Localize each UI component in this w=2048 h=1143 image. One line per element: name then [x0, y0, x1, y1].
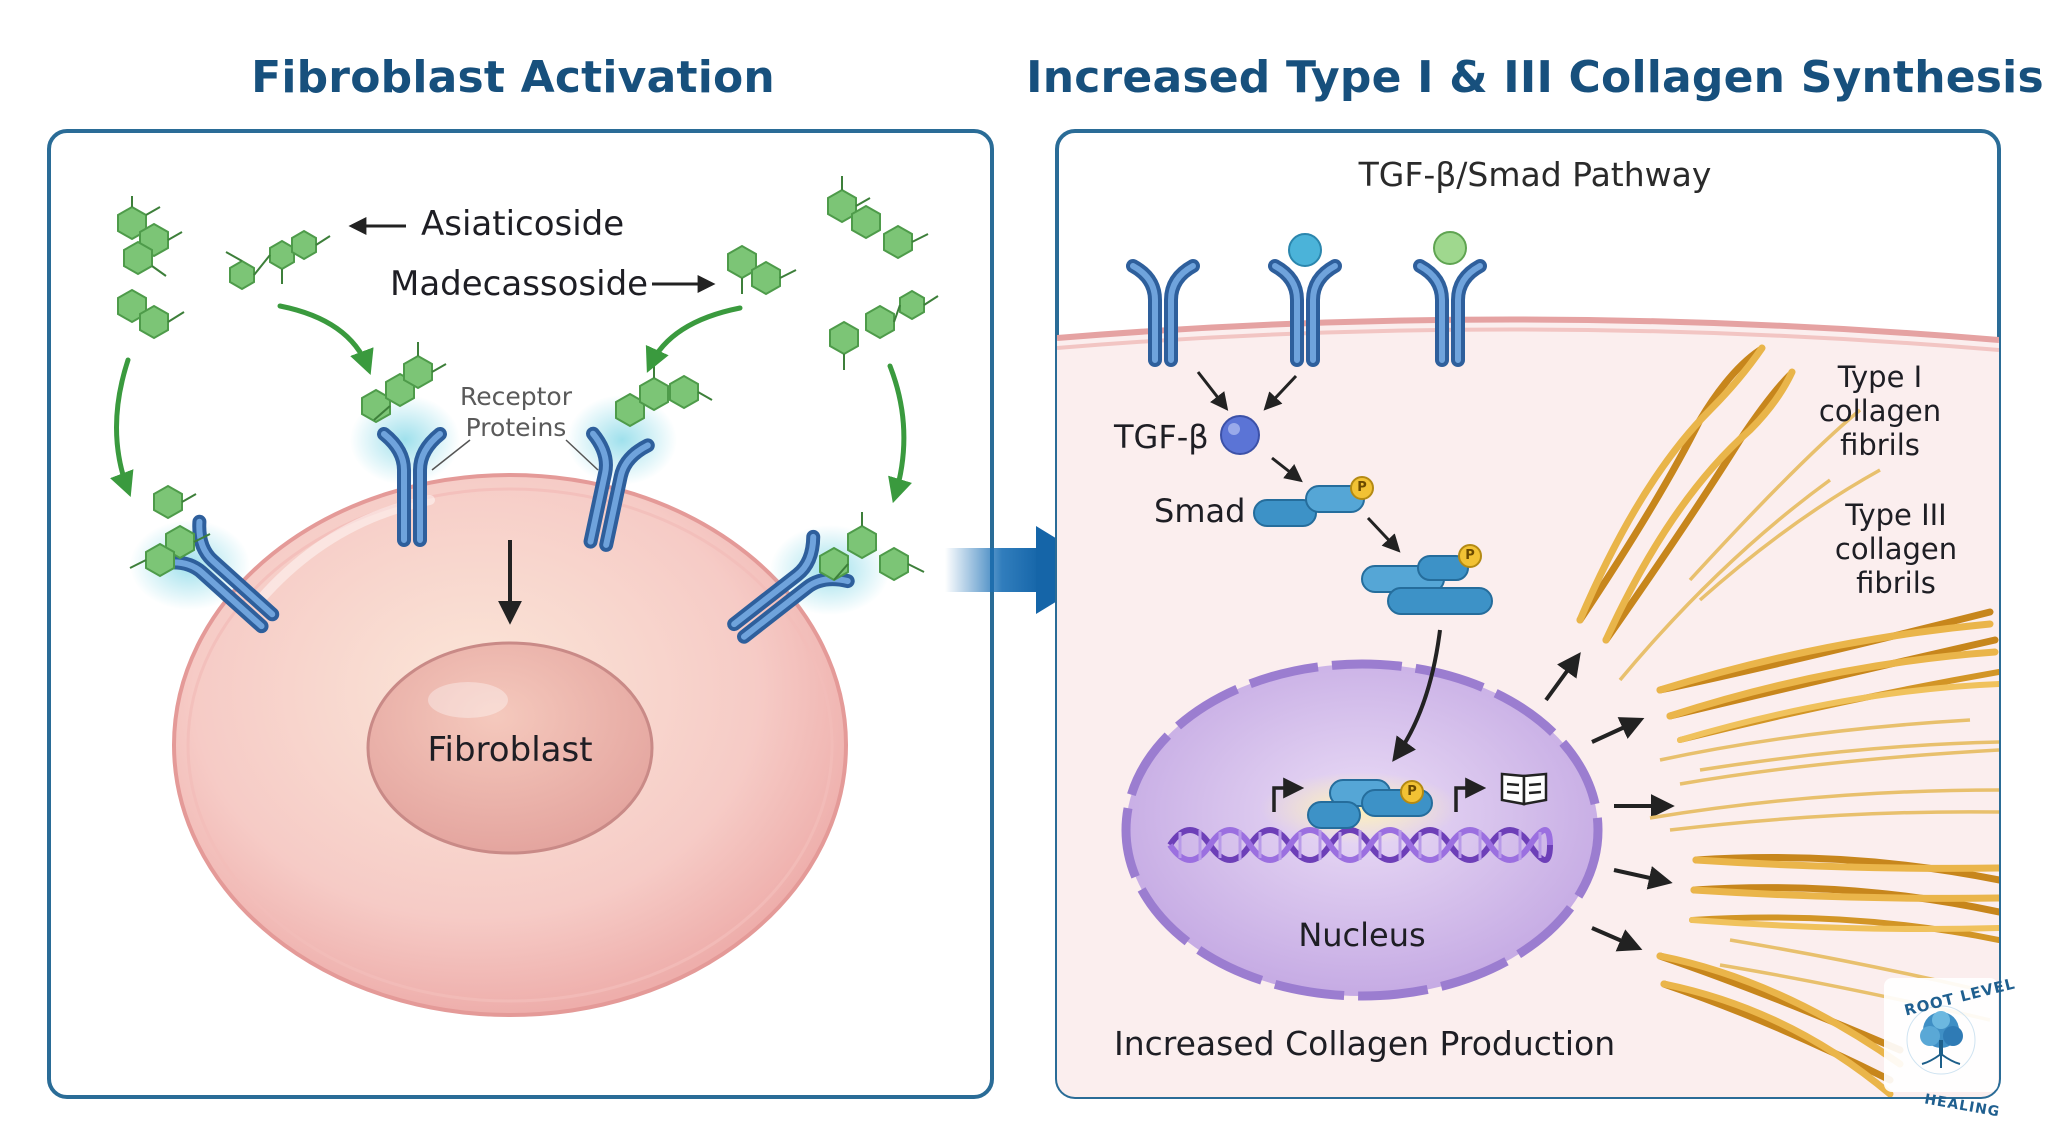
- type-i-collagen-label: Type I collagen fibrils: [1818, 360, 1942, 462]
- molecule-bonds: [129, 176, 939, 581]
- tgf-receptor-2: [1268, 233, 1342, 367]
- green-binding-arrows: [110, 303, 913, 504]
- smad-label: Smad: [1154, 492, 1246, 530]
- transcription-start-arrow: [1454, 777, 1487, 812]
- phospho-label: P: [1407, 784, 1417, 799]
- tgf-receptor-1: [1126, 259, 1200, 367]
- molecule-cluster: [117, 188, 925, 582]
- receptor-leader-left: [431, 439, 471, 471]
- tgf-beta-label: TGF-β: [1114, 418, 1209, 456]
- type-iii-collagen-label: Type III collagen fibrils: [1834, 498, 1958, 600]
- pathway-arrow: [1271, 456, 1303, 483]
- pathway-arrow: [1366, 516, 1401, 553]
- root-level-healing-logo: [1884, 978, 1998, 1092]
- receptor-right-inner: [567, 395, 677, 552]
- book-icon: [1500, 772, 1548, 806]
- left-panel-title: Fibroblast Activation: [251, 52, 775, 103]
- nuclear-import-arrow: [1392, 629, 1442, 762]
- pathway-arrow: [1263, 374, 1298, 411]
- dna-helix: [1167, 827, 1553, 863]
- tree-icon: [1920, 1011, 1963, 1068]
- pathway-label: TGF-β/Smad Pathway: [1358, 155, 1712, 194]
- phospho-label: P: [1357, 480, 1367, 495]
- tgf-beta-ligand: [1220, 415, 1260, 455]
- smad-complex-activated: [1361, 544, 1493, 615]
- nucleus-label: Nucleus: [1298, 916, 1426, 954]
- pathway-arrow: [1196, 371, 1229, 411]
- phospho-label: P: [1465, 548, 1475, 563]
- smad-dna-bound: [1307, 779, 1433, 829]
- fibroblast-label: Fibroblast: [427, 730, 593, 770]
- collagen-output-arrows: [1544, 652, 1675, 952]
- receptor-proteins-label-line2: Proteins: [465, 413, 567, 442]
- receptor-proteins-label-line1: Receptor: [460, 382, 572, 411]
- collagen-fibrils: [1576, 344, 1999, 1097]
- fibroblast-nucleus: [366, 641, 654, 855]
- madecassoside-label: Madecassoside: [390, 264, 649, 304]
- cell-membrane: [1057, 316, 1999, 343]
- receptor-leader-right: [565, 439, 599, 471]
- collagen-production-label: Increased Collagen Production: [1114, 1024, 1616, 1063]
- asiaticoside-label: Asiaticoside: [421, 204, 625, 244]
- transcription-start-arrow: [1272, 777, 1305, 812]
- tgf-receptor-3: [1413, 231, 1487, 367]
- smad-complex: [1253, 476, 1374, 527]
- right-panel-title: Increased Type I & III Collagen Synthesi…: [1026, 52, 2044, 103]
